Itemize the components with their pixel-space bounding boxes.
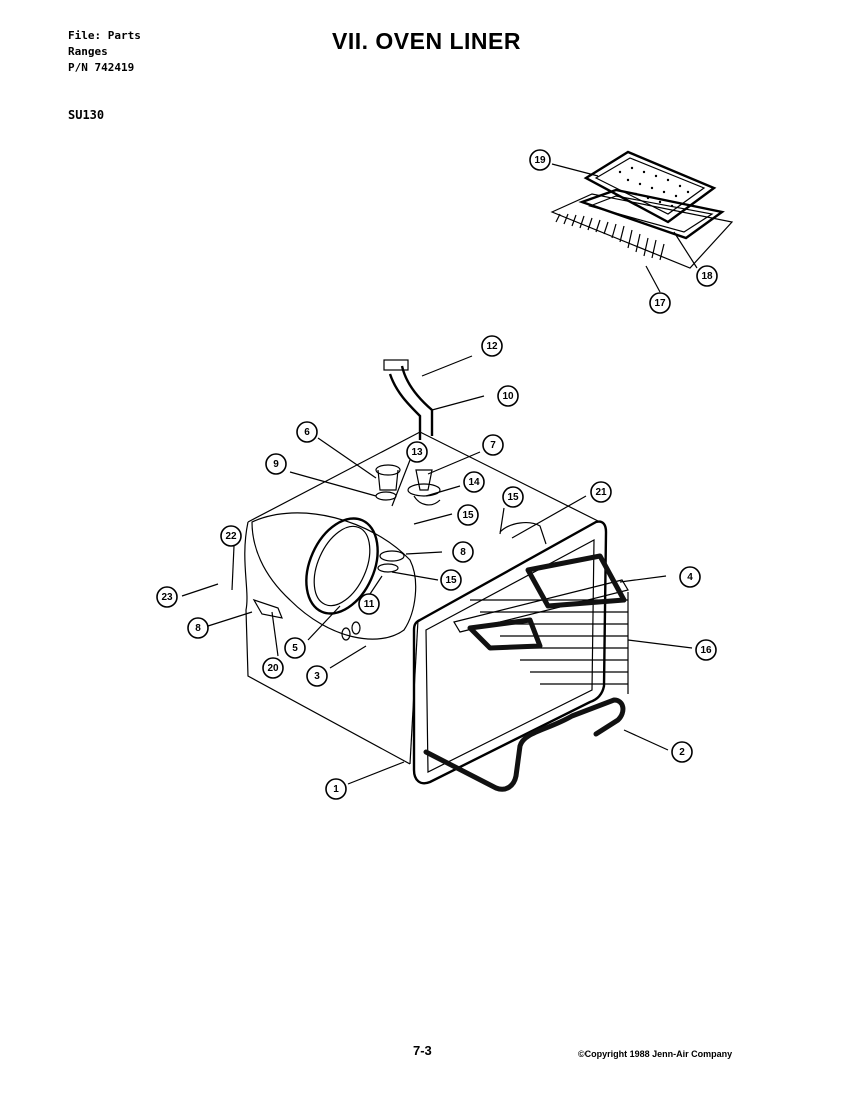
callout-16: 16: [695, 639, 717, 661]
callout-label: 23: [161, 592, 173, 603]
callout-label: 15: [507, 492, 519, 503]
callout-label: 15: [462, 510, 474, 521]
callout-label: 10: [502, 391, 514, 402]
callout-label: 7: [490, 440, 496, 451]
callout-label: 11: [364, 599, 375, 610]
category-line: Ranges: [68, 45, 108, 58]
oven-liner-body: [181, 355, 693, 792]
callout-15: 15: [457, 504, 479, 526]
callout-label: 22: [225, 531, 237, 542]
callout-10: 10: [497, 385, 519, 407]
callout-7: 7: [482, 434, 504, 456]
callout-label: 21: [595, 487, 607, 498]
callout-label: 19: [534, 155, 546, 166]
callout-label: 2: [679, 747, 685, 758]
callout-label: 4: [687, 572, 693, 583]
callout-15: 15: [502, 486, 524, 508]
callout-15: 15: [440, 569, 462, 591]
callout-12: 12: [481, 335, 503, 357]
callout-20: 20: [262, 657, 284, 679]
callout-label: 8: [460, 547, 466, 558]
callout-17: 17: [649, 292, 671, 314]
callout-label: 14: [468, 477, 480, 488]
callout-21: 21: [590, 481, 612, 503]
callout-13: 13: [406, 441, 428, 463]
callout-label: 20: [267, 663, 279, 674]
callout-label: 3: [314, 671, 320, 682]
callout-label: 18: [701, 271, 713, 282]
callout-2: 2: [671, 741, 693, 763]
callout-4: 4: [679, 566, 701, 588]
callout-5: 5: [284, 637, 306, 659]
callout-19: 19: [529, 149, 551, 171]
file-line: File: Parts: [68, 29, 141, 42]
callout-label: 8: [195, 623, 201, 634]
callout-3: 3: [306, 665, 328, 687]
callout-label: 1: [333, 784, 339, 795]
page-title: VII. OVEN LINER: [332, 28, 521, 54]
callout-1: 1: [325, 778, 347, 800]
file-header: File: Parts Ranges P/N 742419: [68, 28, 141, 76]
model-number: SU130: [68, 108, 105, 122]
callout-label: 16: [700, 645, 712, 656]
callout-23: 23: [156, 586, 178, 608]
callout-label: 9: [273, 459, 279, 470]
callout-9: 9: [265, 453, 287, 475]
copyright-notice: ©Copyright 1988 Jenn-Air Company: [578, 1049, 733, 1059]
callout-label: 12: [486, 341, 498, 352]
callout-6: 6: [296, 421, 318, 443]
part-number-line: P/N 742419: [68, 61, 135, 74]
callout-18: 18: [696, 265, 718, 287]
page-number: 7-3: [413, 1043, 432, 1058]
broiler-pan-assembly: [550, 150, 734, 293]
callout-22: 22: [220, 525, 242, 547]
callout-label: 6: [304, 427, 310, 438]
callout-8: 8: [187, 617, 209, 639]
callout-label: 17: [654, 298, 666, 309]
callout-label: 15: [445, 575, 457, 586]
callout-11: 11: [358, 593, 380, 615]
callout-label: 5: [292, 643, 298, 654]
callout-label: 13: [411, 447, 423, 458]
callout-8: 8: [452, 541, 474, 563]
callout-14: 14: [463, 471, 485, 493]
